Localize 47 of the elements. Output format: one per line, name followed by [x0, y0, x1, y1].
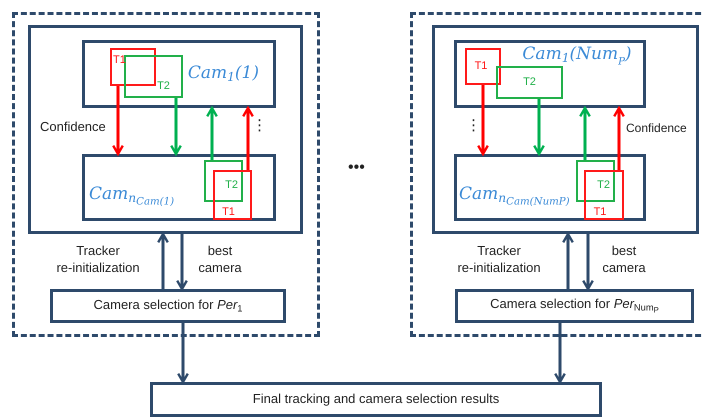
tracker-label: T1 [474, 60, 488, 72]
annotation-label: ⋮ [466, 118, 481, 133]
tracker-label: T2 [157, 80, 170, 93]
arrow [157, 232, 169, 289]
camera-label: Cam$_{1}$(1) [188, 64, 259, 84]
annotation-label: ⋮ [252, 118, 267, 133]
result-box [150, 382, 602, 417]
tracker-label: T2 [597, 178, 610, 192]
tracker-box [110, 48, 156, 86]
tracker-box [213, 170, 252, 220]
arrow [170, 98, 182, 156]
camera-view-box [82, 154, 276, 221]
camera-panel [28, 25, 303, 234]
tracker-box [576, 160, 615, 202]
arrow [176, 234, 188, 290]
process-label: Camera selection for Per$_{1}$ [94, 298, 242, 314]
process-box [455, 289, 694, 323]
arrow [562, 232, 574, 289]
camera-label: Cam$_{1}$(Num$_{P}$) [522, 45, 632, 68]
arrow [579, 106, 591, 160]
arrow [242, 106, 254, 170]
camera-view-box [82, 40, 276, 108]
process-box [50, 289, 286, 323]
arrow [554, 323, 566, 384]
arrow [477, 85, 489, 156]
annotation-label: Confidence [626, 122, 687, 134]
camera-view-box [454, 40, 646, 108]
arrow [533, 99, 545, 156]
tracker-box [584, 170, 624, 220]
tracker-box [465, 48, 501, 85]
tracker-label: T2 [225, 178, 238, 192]
tracker-box [204, 160, 243, 202]
annotation-label: Confidence [40, 120, 106, 133]
tracker-box [496, 66, 563, 99]
tracker-label: T2 [523, 76, 536, 89]
camera-panel [432, 25, 699, 234]
camera-view-box [454, 154, 646, 221]
result-label: Final tracking and camera selection results [252, 392, 500, 407]
arrow [206, 106, 218, 160]
arrow [613, 106, 625, 170]
arrow [112, 86, 124, 156]
tracker-label: T1 [594, 206, 606, 218]
arrow [177, 323, 189, 384]
ellipsis-mark: ••• [348, 160, 365, 176]
arrow [582, 234, 594, 290]
tracker-box [124, 55, 183, 98]
tracker-label: T1 [222, 206, 235, 218]
